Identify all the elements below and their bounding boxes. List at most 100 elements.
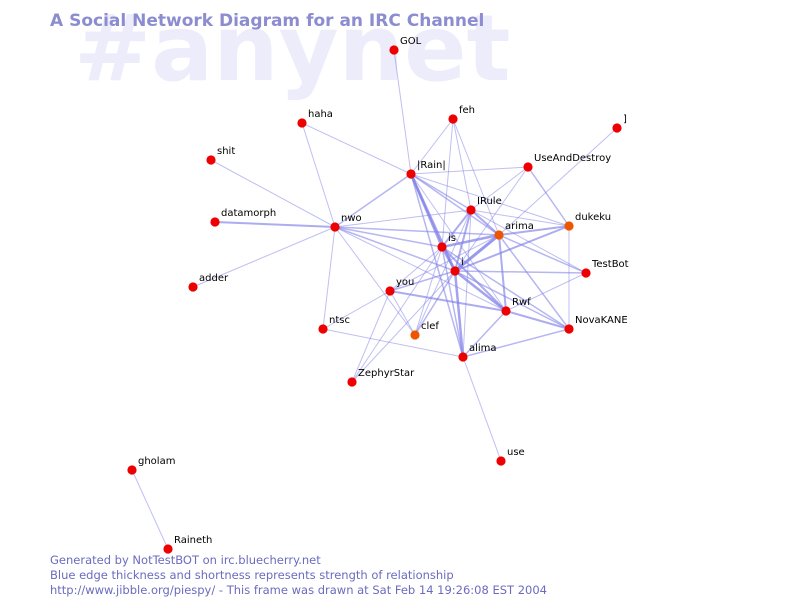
node-dot: [406, 169, 416, 179]
node-label: arima: [505, 221, 534, 232]
edge-adder-nwo: [192, 226, 336, 288]
node-dot: [501, 306, 511, 316]
edge-gholam-raineth: [131, 469, 169, 550]
node-dot: [450, 266, 460, 276]
edge-i-you: [389, 270, 456, 292]
node-dot: [347, 377, 357, 387]
edge-nwo-i: [334, 226, 456, 272]
node-label: ntsc: [329, 315, 350, 326]
footer-legend-line: Blue edge thickness and shortness repres…: [50, 568, 454, 582]
node-label: ZephyrStar: [358, 368, 415, 379]
node-adder: adder: [188, 273, 229, 292]
node-label: i: [461, 257, 464, 268]
node-label: GOL: [400, 36, 422, 47]
node-label: is: [448, 233, 456, 244]
edge-feh-rain: [410, 118, 454, 175]
edge-arima-you: [389, 234, 500, 292]
edge-nwo-irule: [334, 209, 472, 228]
node-i: i: [450, 257, 464, 276]
node-label: UseAndDestroy: [534, 153, 611, 164]
edge-i-alima: [453, 270, 465, 358]
node-dot: [385, 286, 395, 296]
edge-layer: [131, 49, 618, 550]
node-dot: [297, 118, 307, 128]
edge-i-rwf: [454, 270, 507, 312]
edge-datamorph-nwo: [214, 221, 336, 228]
node-dot: [564, 324, 574, 334]
node-irule: IRule: [466, 196, 502, 215]
node-dot: [330, 222, 340, 232]
edge-is-you: [389, 246, 443, 292]
node-label: shit: [217, 146, 235, 157]
node-zephyrstar: ZephyrStar: [347, 368, 415, 387]
edge-i-testbot: [454, 270, 587, 274]
edge-arima-rwf: [498, 234, 507, 312]
footer-url-line: http://www.jibble.org/piespy/ - This fra…: [50, 583, 547, 597]
node-label: NovaKANE: [575, 315, 628, 326]
edge-is-clef: [414, 246, 443, 336]
edge-shit-nwo: [210, 159, 336, 228]
edge-haha-rain: [301, 122, 412, 175]
node-dot: [188, 282, 198, 292]
node-ntsc: ntsc: [318, 315, 350, 334]
edge-i-clef: [414, 270, 456, 336]
edge-rwf-alima: [462, 310, 507, 358]
node-label: haha: [308, 109, 333, 120]
edge-irule-alima: [462, 209, 472, 358]
node-gol: GOL: [389, 36, 422, 55]
node-clef: clef: [410, 321, 439, 340]
node-label: ]: [623, 114, 627, 125]
diagram-title: A Social Network Diagram for an IRC Chan…: [50, 11, 485, 31]
node-feh: feh: [448, 105, 475, 124]
node-label: use: [507, 447, 525, 458]
edge-ntsc-alima: [322, 328, 464, 358]
edge-nwo-arima: [334, 226, 500, 236]
node-use: use: [496, 447, 525, 466]
node-novakane: NovaKANE: [564, 315, 628, 334]
node-label: Rwf: [512, 297, 531, 308]
channel-watermark: #anynet: [74, 0, 511, 102]
edge-you-clef: [389, 290, 416, 336]
node-label: alima: [469, 343, 497, 354]
node-label: adder: [199, 273, 229, 284]
edge-irule-is: [441, 209, 472, 248]
node-nwo: nwo: [330, 213, 362, 232]
edge-rain-arima: [410, 173, 500, 236]
edge-arima-novakane: [498, 234, 570, 330]
edge-rain-useanddestroy: [410, 166, 529, 175]
edge-useanddestroy-dukeku: [527, 166, 570, 227]
node-bracket: ]: [612, 114, 627, 133]
node-gholam: gholam: [127, 456, 175, 475]
edge-useanddestroy-irule: [470, 166, 529, 211]
edge-rwf-novakane: [505, 310, 570, 330]
edge-bracket-arima: [498, 127, 618, 236]
node-label: datamorph: [221, 208, 276, 219]
node-raineth: Raineth: [163, 535, 212, 554]
node-label: clef: [421, 321, 439, 332]
node-label: |Rain|: [417, 160, 446, 171]
edge-feh-arima: [452, 118, 500, 236]
node-is: is: [437, 233, 456, 252]
node-useanddestroy: UseAndDestroy: [523, 153, 611, 172]
node-dot: [496, 456, 506, 466]
edge-is-zephyrstar: [351, 246, 443, 383]
node-rwf: Rwf: [501, 297, 531, 316]
node-datamorph: datamorph: [210, 208, 276, 227]
node-shit: shit: [206, 146, 235, 165]
node-rain: |Rain|: [406, 160, 446, 179]
node-label: TestBot: [591, 259, 629, 270]
edge-irule-arima: [470, 209, 500, 236]
node-label: dukeku: [575, 212, 611, 223]
edge-is-rwf: [441, 246, 507, 312]
node-dot: [127, 465, 137, 475]
edge-nwo-is: [334, 226, 443, 248]
edge-rain-dukeku: [410, 173, 570, 227]
edge-rain-alima: [410, 173, 464, 358]
node-dot: [458, 352, 468, 362]
node-you: you: [385, 277, 414, 296]
node-label: Raineth: [174, 535, 212, 546]
node-dot: [564, 221, 574, 231]
